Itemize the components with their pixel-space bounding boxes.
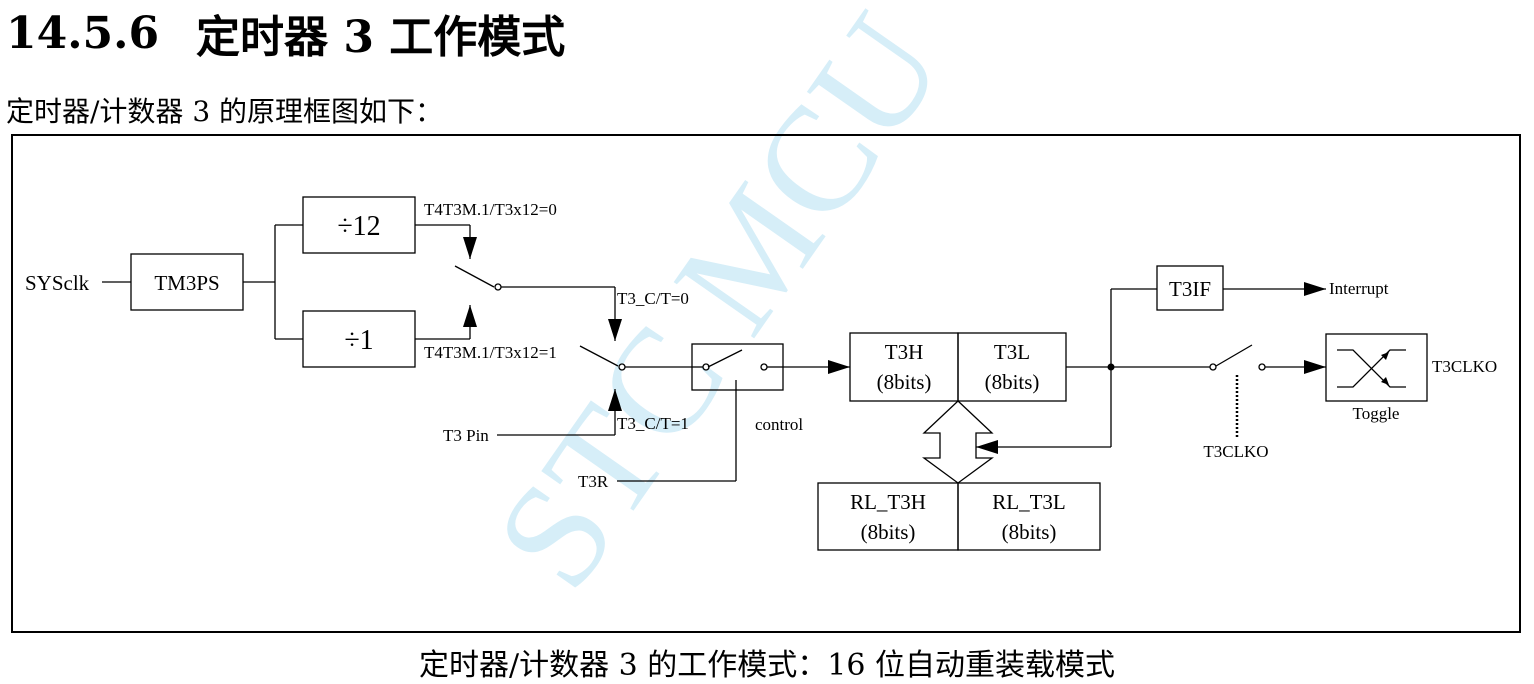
ct-switch-blade bbox=[579, 345, 619, 367]
rl-t3l-bits-label: (8bits) bbox=[1002, 520, 1057, 544]
control-label: control bbox=[755, 415, 803, 434]
t3if-box bbox=[1156, 265, 1224, 311]
x12-0-label: T4T3M.1/T3x12=0 bbox=[424, 200, 557, 219]
t3h-bits-label: (8bits) bbox=[877, 370, 932, 394]
reload-arrow bbox=[922, 400, 994, 484]
t3h-label: T3H bbox=[885, 340, 924, 364]
t3l-bits-label: (8bits) bbox=[985, 370, 1040, 394]
section-title: 定时器 3 工作模式 bbox=[196, 12, 566, 63]
diagram-frame bbox=[11, 134, 1521, 633]
junction-dot bbox=[1107, 363, 1115, 371]
rl-t3h-label: RL_T3H bbox=[850, 490, 926, 514]
t3r-label: T3R bbox=[578, 472, 609, 491]
toggle-label: Toggle bbox=[1353, 404, 1400, 423]
t3pin-label: T3 Pin bbox=[443, 426, 489, 445]
x12-switch-blade bbox=[454, 265, 495, 288]
interrupt-label: Interrupt bbox=[1329, 279, 1389, 298]
ct0-label: T3_C/T=0 bbox=[617, 289, 689, 308]
t3clko-switch-blade bbox=[1215, 344, 1253, 367]
intro-text: 定时器/计数器 3 的原理框图如下： bbox=[6, 95, 444, 128]
section-number: 14.5.6 bbox=[6, 7, 160, 59]
rl-t3l-label: RL_T3L bbox=[992, 490, 1066, 514]
div12-label: ÷12 bbox=[337, 211, 380, 242]
toggle-box bbox=[1325, 333, 1428, 402]
sysclk-label: SYSclk bbox=[25, 271, 90, 295]
t3l-label: T3L bbox=[994, 340, 1030, 364]
ct1-label: T3_C/T=1 bbox=[617, 414, 689, 433]
rl-t3l-register bbox=[957, 482, 1101, 551]
t3clko-output-label: T3CLKO bbox=[1432, 357, 1497, 376]
rl-t3h-bits-label: (8bits) bbox=[861, 520, 916, 544]
div1-label: ÷1 bbox=[344, 325, 373, 356]
tm3ps-label: TM3PS bbox=[154, 271, 219, 295]
figure-caption: 定时器/计数器 3 的工作模式：16 位自动重装载模式 bbox=[419, 648, 1115, 683]
x12-1-label: T4T3M.1/T3x12=1 bbox=[424, 343, 557, 362]
t3if-label: T3IF bbox=[1169, 277, 1211, 301]
t3clko-control-label: T3CLKO bbox=[1203, 442, 1268, 461]
section-heading: 14.5.6 定时器 3 工作模式 bbox=[6, 2, 565, 64]
